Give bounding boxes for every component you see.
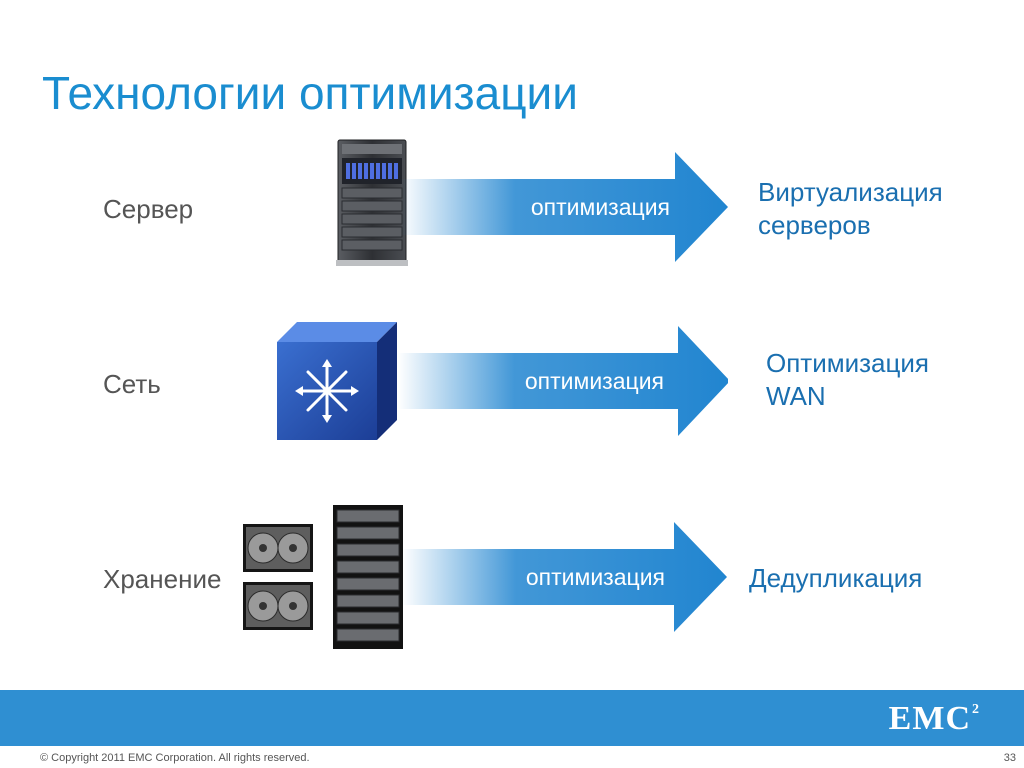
emc-logo-text: EMC: [888, 700, 971, 737]
result-network: Оптимизация WAN: [766, 347, 929, 413]
network-switch-icon: [277, 322, 397, 447]
optimization-arrow-storage: оптимизация: [402, 522, 732, 632]
optimization-arrow-server: оптимизация: [400, 152, 730, 262]
emc-logo: EMC2: [889, 700, 980, 738]
result-network-line-2: WAN: [766, 381, 826, 411]
row-label-network: Сеть: [103, 369, 161, 399]
disk-drive-icon: [243, 524, 313, 637]
slide-title: Технологии оптимизации: [42, 67, 578, 119]
arrow-label-server: оптимизация: [530, 193, 670, 220]
arrow-label-storage: оптимизация: [525, 563, 665, 590]
result-server-line-2: серверов: [758, 210, 871, 240]
result-storage: Дедупликация: [749, 562, 922, 595]
server-rack-icon: [334, 138, 410, 273]
result-server: Виртуализация серверов: [758, 176, 943, 242]
row-label-storage: Хранение: [103, 564, 222, 594]
row-label-server: Сервер: [103, 194, 194, 224]
emc-logo-superscript: 2: [972, 701, 980, 717]
result-network-line-1: Оптимизация: [766, 348, 930, 378]
optimization-arrow-network: оптимизация: [398, 326, 728, 436]
page-number: 33: [1003, 752, 1016, 764]
result-server-line-1: Виртуализация: [758, 177, 943, 207]
arrow-label-network: оптимизация: [524, 367, 664, 394]
footer-bar: EMC2: [0, 690, 1024, 746]
storage-array-icon: [333, 505, 403, 654]
copyright-text: © Copyright 2011 EMC Corporation. All ri…: [40, 752, 310, 764]
result-storage-line-1: Дедупликация: [749, 563, 923, 593]
